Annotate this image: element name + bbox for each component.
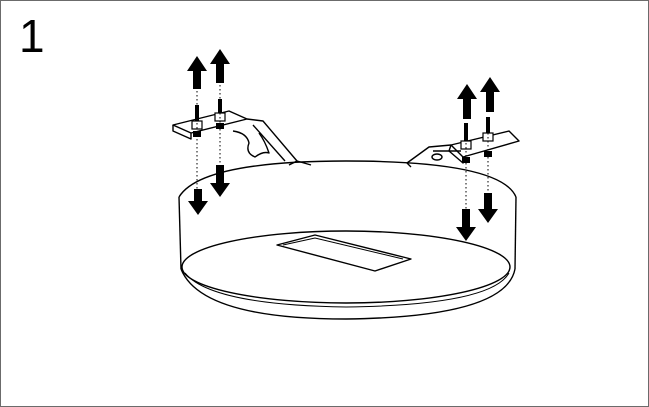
- up-arrow-left-2: [210, 49, 230, 83]
- up-arrow-right-2: [480, 77, 500, 112]
- center-plate: [276, 234, 412, 272]
- down-arrow-left-2: [210, 165, 230, 197]
- down-arrow-right-2: [478, 193, 498, 223]
- down-arrow-right-1: [456, 209, 476, 241]
- guide-lines: [196, 85, 489, 221]
- up-arrow-left-1: [187, 56, 207, 89]
- mounting-ring: [178, 160, 517, 320]
- step-number: 1: [19, 10, 45, 62]
- left-bracket: [172, 110, 312, 166]
- down-arrow-left-1: [188, 189, 208, 215]
- up-arrow-right-1: [457, 84, 477, 119]
